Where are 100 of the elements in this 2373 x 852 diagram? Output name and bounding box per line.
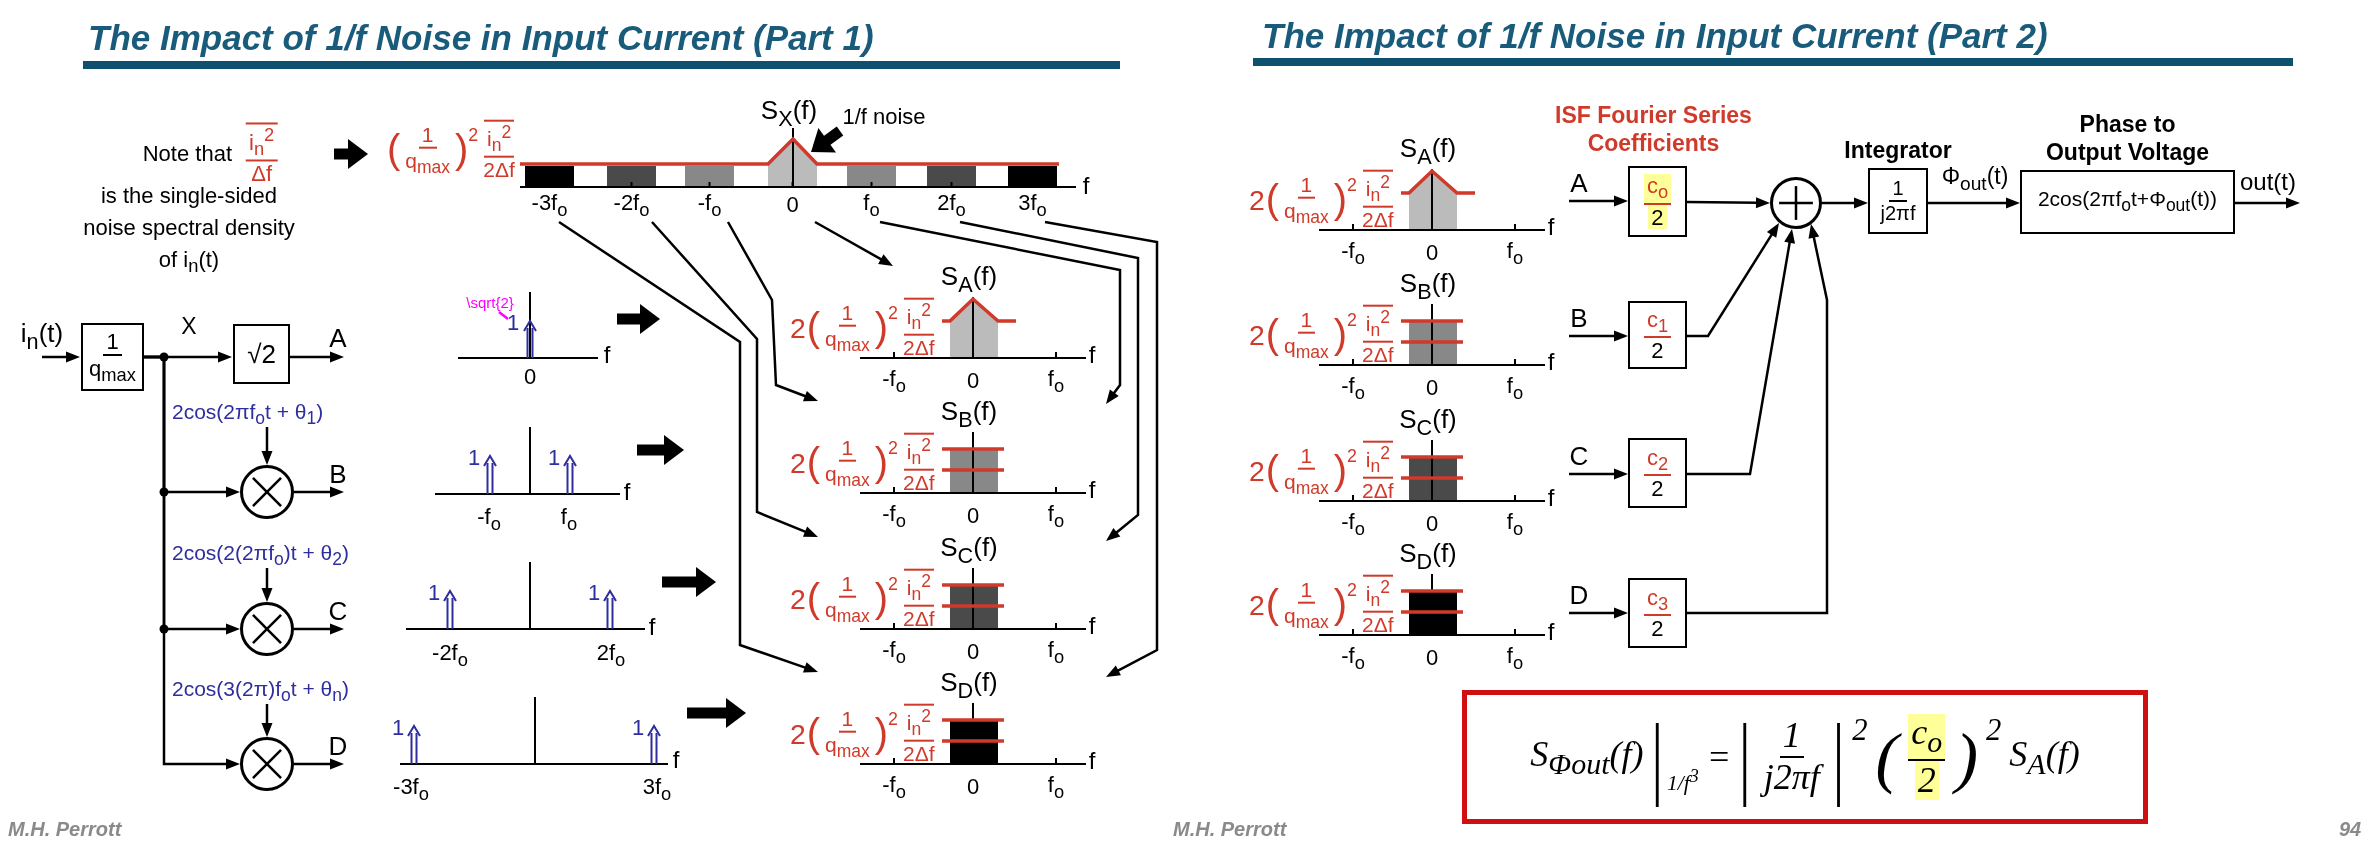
fraction-numerator: 1 [1297,308,1316,334]
multiplier-symbol [240,737,294,791]
arrow [726,221,818,402]
fraction-numerator: c$_{1}$ [1643,307,1672,339]
fraction-numerator: 1 [1297,173,1316,199]
tick-label: -f$_{o}$ [882,637,906,667]
axis-label: f [603,341,611,369]
annotation-text: \sqrt{2} [466,294,514,312]
multiplier-symbol [240,465,294,519]
arrow [294,758,344,770]
fraction-denominator: 2 [1648,204,1667,229]
arrow [814,220,893,266]
formula-text: = [1706,736,1732,778]
tick-label: 0 [966,503,980,529]
formula-text: 1/f$^{3}$ [1667,765,1699,796]
impulse-weight: 1 [427,580,441,606]
spectrum-label: S$_{D}$(f) [1399,539,1457,575]
exponent: 2 [1852,713,1868,749]
fat-arrow [637,435,684,465]
formula-text: ( [1265,315,1280,355]
tick-label: 0 [1425,240,1439,266]
axis-label: f [1082,172,1090,200]
carrier-label: 2cos(3(2π)f$_{o}$t + θ$_{n}$) [172,676,349,706]
impulse-weight: 1 [547,445,561,471]
note-text: Note that [142,141,232,167]
formula-text: 2cos(2πf$_{o}$t+Φ$_{out}$(t)) [2037,187,2218,217]
fraction-numerator: c$_{o}$ [1643,174,1672,205]
tick-label: -f$_{o}$ [1341,643,1365,673]
arrow [1569,195,1628,207]
spectrum-label: S$_{B}$(f) [940,397,998,433]
tick-label: -f$_{o}$ [697,190,722,220]
spectrum-label: S$_{C}$(f) [940,533,998,569]
exponent: 2 [1347,579,1358,601]
formula-text: ) [1333,180,1348,220]
spectrum-label: S$_{C}$(f) [1399,405,1457,441]
tick-label: -f$_{o}$ [882,501,906,531]
impulse-weight: 1 [631,715,645,741]
fraction-numerator: 1 [1779,717,1804,758]
tick-label: 0 [1425,375,1439,401]
carrier-label: 2cos(2πf$_{o}$t + θ$_{1}$) [172,399,324,429]
formula-text: ) [874,714,889,754]
exponent: 2 [888,708,899,730]
arrow [1928,197,2020,209]
fraction-numerator: 1 [1297,444,1316,470]
author-footer: M.H. Perrott [1173,817,1287,841]
impulse-weight: 1 [587,580,601,606]
impulse-weight: 1 [467,445,481,471]
spectrum-label: S$_{D}$(f) [940,668,998,704]
signal-label: B [1570,304,1588,334]
tick-label: f$_{o}$ [863,190,880,220]
arrow [1822,197,1868,209]
arrow [144,355,240,770]
fraction-numerator: 1 [1297,578,1316,604]
tick-label: 0 [1425,511,1439,537]
fraction-numerator: 1 [1889,178,1907,202]
axis-label: f [1547,484,1555,512]
fraction-denominator: 2 [1650,338,1665,363]
fraction-numerator: 1 [838,436,857,462]
fraction-numerator: 1 [103,329,122,356]
signal-label: B [329,460,347,490]
fraction-denominator: 2Δf [1361,612,1395,636]
arrow [1687,224,1829,615]
tick-label: -f$_{o}$ [882,772,906,802]
tick-label: f$_{o}$ [1506,373,1524,403]
signal-label: C [328,597,348,627]
fraction-denominator: 2Δf [902,741,936,765]
fraction-denominator: 2Δf [1361,478,1395,502]
fraction-numerator: 1 [838,572,857,598]
tick-label: f$_{o}$ [1506,509,1524,539]
formula-text: ) [1333,451,1348,491]
fraction-denominator: q$_{max}$ [404,148,452,177]
axis-label: f [1547,618,1555,646]
spectrum-label: S$_{B}$(f) [1399,269,1457,305]
formula-text: ( [387,130,401,170]
axis-label: f [672,746,680,774]
fraction-denominator: q$_{max}$ [824,461,871,490]
spectrum-label: S$_{A}$(f) [940,262,998,298]
coefficient-block [1628,301,1687,369]
arrow [1687,197,1770,209]
arrow [294,623,344,635]
arrow [879,220,1122,404]
fraction-denominator: q$_{max}$ [1283,469,1330,498]
signal-label: A [1570,169,1588,199]
arrow [294,486,344,498]
arrow [1569,468,1628,480]
tick-label: -3f$_{o}$ [531,190,568,220]
tick-label: -f$_{o}$ [1341,509,1365,539]
spectrum-label: S$_{A}$(f) [1399,134,1457,170]
gain-block [81,323,144,391]
fraction-denominator: 2Δf [1361,207,1395,231]
arrow [2235,197,2300,209]
impulse-weight: 1 [391,715,405,741]
multiplier-symbol [240,602,294,656]
summer-symbol [1770,177,1822,229]
exponent: 2 [888,302,899,324]
axis-label: f [1088,341,1096,369]
fraction-numerator: 1 [838,707,857,733]
exponent: 2 [1347,174,1358,196]
tick-label: 0 [966,639,980,665]
equation-frame [1462,690,2148,824]
